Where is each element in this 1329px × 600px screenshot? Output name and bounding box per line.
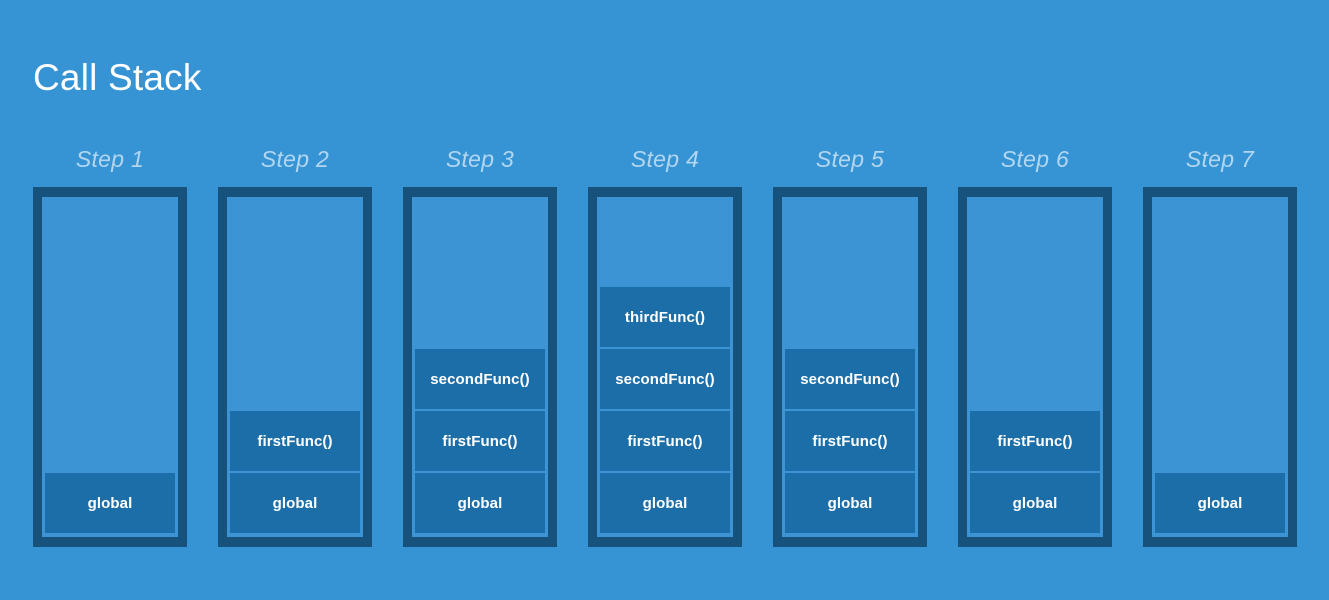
- stack-frame: secondFunc(): [600, 349, 730, 409]
- step-label: Step 2: [260, 146, 330, 172]
- stack-container: firstFunc()global: [958, 187, 1112, 547]
- stack-frame: secondFunc(): [785, 349, 915, 409]
- stack-frame: thirdFunc(): [600, 287, 730, 347]
- stack-interior: thirdFunc()secondFunc()firstFunc()global: [597, 197, 733, 537]
- step-column-5: Step 5 secondFunc()firstFunc()global: [773, 140, 927, 547]
- stack-frame: firstFunc(): [970, 411, 1100, 471]
- stack-frame: firstFunc(): [600, 411, 730, 471]
- stack-frame: global: [415, 473, 545, 533]
- stack-frame: firstFunc(): [785, 411, 915, 471]
- stack-interior: firstFunc()global: [967, 197, 1103, 537]
- stack-interior: secondFunc()firstFunc()global: [412, 197, 548, 537]
- page-title: Call Stack: [33, 57, 202, 98]
- stack-container: global: [33, 187, 187, 547]
- stack-container: secondFunc()firstFunc()global: [773, 187, 927, 547]
- step-column-3: Step 3 secondFunc()firstFunc()global: [403, 140, 557, 547]
- stack-interior: secondFunc()firstFunc()global: [782, 197, 918, 537]
- stack-frame: global: [45, 473, 175, 533]
- step-column-1: Step 1 global: [33, 140, 187, 547]
- stack-interior: firstFunc()global: [227, 197, 363, 537]
- stack-frame: secondFunc(): [415, 349, 545, 409]
- stack-interior: global: [1152, 197, 1288, 537]
- stack-frame: global: [230, 473, 360, 533]
- step-label: Step 4: [630, 146, 700, 172]
- stack-container: thirdFunc()secondFunc()firstFunc()global: [588, 187, 742, 547]
- step-label: Step 6: [1000, 146, 1070, 172]
- step-column-2: Step 2 firstFunc()global: [218, 140, 372, 547]
- stack-frame: global: [600, 473, 730, 533]
- stack-interior: global: [42, 197, 178, 537]
- stack-frame: global: [970, 473, 1100, 533]
- step-column-7: Step 7 global: [1143, 140, 1297, 547]
- step-column-4: Step 4 thirdFunc()secondFunc()firstFunc()…: [588, 140, 742, 547]
- stack-container: secondFunc()firstFunc()global: [403, 187, 557, 547]
- stack-frame: firstFunc(): [415, 411, 545, 471]
- stack-container: global: [1143, 187, 1297, 547]
- stack-frame: global: [785, 473, 915, 533]
- step-label: Step 7: [1185, 146, 1255, 172]
- stack-frame: global: [1155, 473, 1285, 533]
- stack-frame: firstFunc(): [230, 411, 360, 471]
- step-column-6: Step 6 firstFunc()global: [958, 140, 1112, 547]
- stack-container: firstFunc()global: [218, 187, 372, 547]
- step-label: Step 1: [75, 146, 145, 172]
- step-label: Step 3: [445, 146, 515, 172]
- step-label: Step 5: [815, 146, 885, 172]
